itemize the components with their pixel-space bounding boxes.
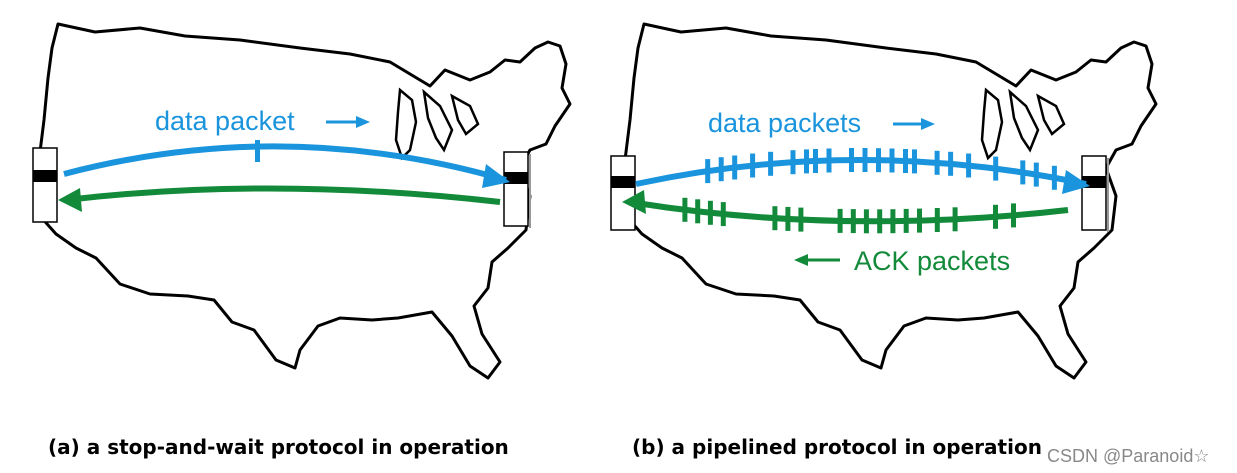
- receiver-host-b: [1081, 155, 1109, 232]
- pointer-arrow-a: [326, 116, 370, 128]
- panel-a: data packet (a) a stop-and-wait protocol…: [32, 22, 572, 459]
- data-packet-tick-1: [705, 159, 711, 184]
- ack-packet-tick-5: [917, 208, 922, 233]
- data-packet-tick-21: [1033, 162, 1039, 187]
- data-packet-tick-11: [862, 148, 868, 172]
- label-ack-packets-b: ACK packets: [854, 246, 1010, 276]
- watermark: CSDN @Paranoid☆: [1047, 446, 1209, 466]
- ack-packet-tick-11: [837, 208, 843, 233]
- data-arrow-b: [635, 157, 1087, 187]
- ack-arrowhead-b: [622, 190, 646, 214]
- data-packet-tick-2: [718, 157, 724, 182]
- ack-arrow-a: [65, 185, 501, 205]
- ack-arrowhead-a: [58, 188, 82, 212]
- caption-a: (a) a stop-and-wait protocol in operatio…: [48, 435, 509, 459]
- us-map-outline-b: [622, 22, 1158, 380]
- panel-b: [622, 22, 1158, 380]
- data-packet-tick-10: [849, 148, 854, 172]
- data-packet-tick-6: [790, 150, 796, 175]
- data-packet-tick-9: [826, 148, 832, 173]
- data-packet-tick-15: [912, 149, 917, 174]
- ack-packet-tick-7: [890, 209, 896, 234]
- pointer-arrow-data-b: [893, 118, 935, 130]
- data-packet-tick-14: [903, 149, 908, 173]
- data-packet-tick-4: [750, 153, 756, 178]
- data-packet-tick-8: [813, 149, 818, 173]
- label-data-packet-a: data packet: [155, 106, 295, 136]
- ack-packet-tick-6: [903, 208, 909, 233]
- data-packet-tick-3: [732, 155, 738, 180]
- ack-packet-tick-13: [785, 206, 791, 231]
- ack-packet-tick-9: [863, 209, 869, 234]
- data-packet-tick-17: [948, 151, 954, 176]
- data-packet-tick-19: [993, 156, 999, 181]
- data-packet-tick-7: [804, 149, 809, 174]
- ack-packet-tick-15: [720, 202, 726, 227]
- ack-packet-tick-17: [695, 199, 701, 224]
- panel-b-overlay: data packets ACK packets (b) a pipelined…: [610, 108, 1109, 459]
- caption-b: (b) a pipelined protocol in operation: [632, 435, 1042, 459]
- data-packet-tick-13: [889, 148, 895, 173]
- sender-host-a: [32, 147, 58, 223]
- data-packet-tick-22: [1051, 165, 1057, 190]
- data-packet-tick-16: [934, 150, 940, 175]
- ack-packet-tick-12: [798, 207, 804, 232]
- ack-packet-tick-14: [772, 206, 778, 231]
- label-data-packets-b: data packets: [708, 108, 861, 138]
- ack-packet-tick-1: [1011, 203, 1016, 228]
- data-packet-tick-20: [1020, 160, 1026, 185]
- ack-packet-tick-3: [952, 207, 958, 232]
- data-packet-tick-12: [876, 148, 881, 173]
- ack-packet-tick-16: [707, 200, 713, 225]
- data-packets-b: [705, 148, 1057, 190]
- receiver-host-a: [503, 151, 531, 228]
- ack-packet-tick-10: [850, 209, 856, 234]
- great-lakes-a: [394, 87, 480, 161]
- data-packet-tick-5: [768, 151, 774, 176]
- ack-packet-tick-4: [934, 208, 940, 232]
- pointer-arrow-ack-b: [794, 254, 840, 266]
- great-lakes-b: [980, 87, 1066, 161]
- data-arrow-a: [63, 143, 507, 183]
- data-arrowhead-a: [482, 164, 510, 188]
- sender-host-b: [610, 155, 636, 231]
- ack-packets-b: [682, 197, 1016, 234]
- ack-packet-tick-2: [993, 204, 998, 229]
- ack-packet-tick-18: [682, 197, 688, 222]
- data-packet-tick-18: [966, 153, 972, 178]
- data-packet-a: [255, 140, 260, 162]
- data-arrowhead-b: [1062, 170, 1090, 194]
- ack-packet-tick-8: [877, 209, 883, 234]
